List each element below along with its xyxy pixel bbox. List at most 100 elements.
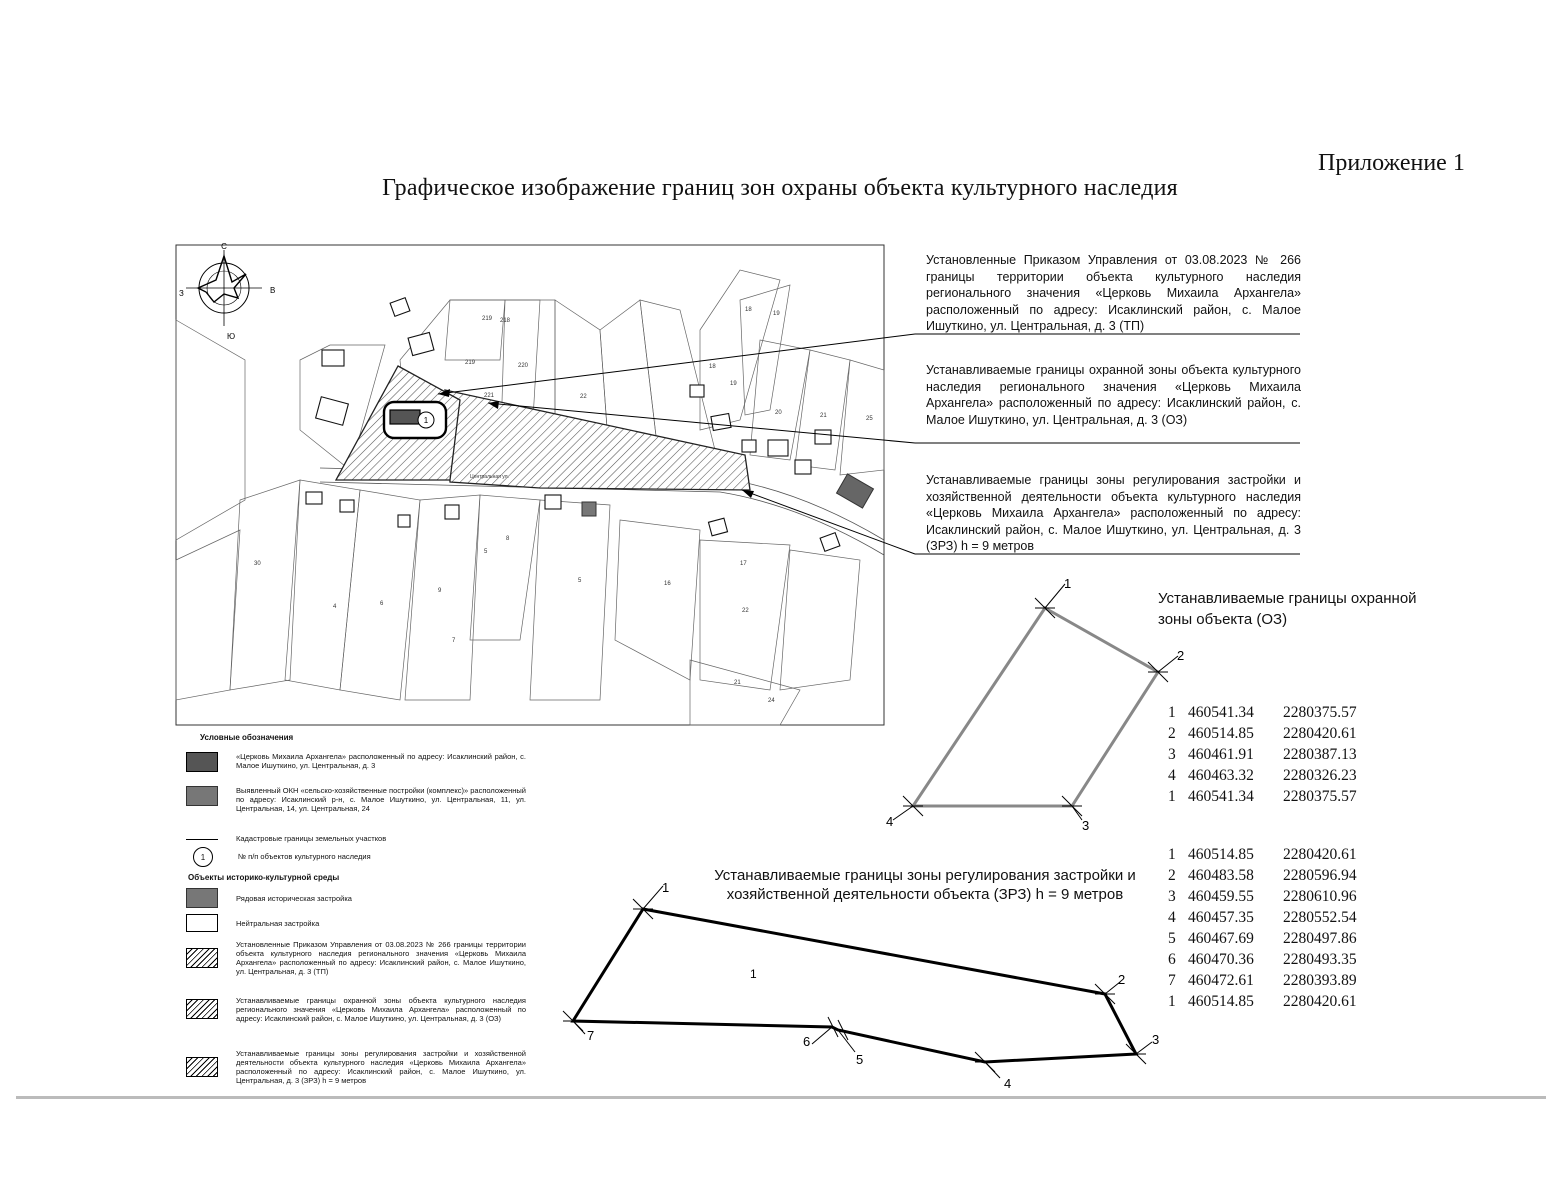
callout-zrz: Устанавливаемые границы зоны регулирован… <box>926 473 1301 553</box>
zrz-boundary-diagram: 1 2 3 4 5 6 7 1 <box>562 880 1159 1091</box>
compass-west: З <box>179 289 184 298</box>
parcel-number: 20 <box>775 410 782 416</box>
parcel-number: 5 <box>578 578 582 584</box>
zrz-vertex-label: 3 <box>1152 1032 1159 1047</box>
parcel-number: 18 <box>745 307 752 313</box>
legend-item-cadastral: Кадастровые границы земельных участков <box>186 831 526 843</box>
legend-symbol <box>186 888 218 908</box>
legend-symbol <box>186 786 218 806</box>
compass-south: Ю <box>227 332 235 341</box>
parcel-numbers: 219 218 219 220 221 22 18 19 18 19 20 21… <box>254 307 873 704</box>
parcel-number: 17 <box>740 561 747 567</box>
parcel-number: 18 <box>709 364 716 370</box>
parcel-number: 219 <box>482 316 493 322</box>
legend-text: № п/п объектов культурного наследия <box>238 852 371 861</box>
legend-title: Условные обозначения <box>200 733 294 742</box>
parcel-number: 4 <box>333 604 337 610</box>
legend-text: Рядовая историческая застройка <box>236 894 352 903</box>
legend-item-tp: Установленные Приказом Управления от 03.… <box>186 940 526 976</box>
parcel-number: 25 <box>866 416 873 422</box>
parcel-number: 21 <box>820 413 827 419</box>
oz-vertex-label: 4 <box>886 814 893 829</box>
zrz-vertex-label: 5 <box>856 1052 863 1067</box>
zrz-vertex-label: 1 <box>662 880 669 895</box>
legend-item-object-number: 1 № п/п объектов культурного наследия <box>186 847 528 867</box>
parcel-number: 22 <box>580 394 587 400</box>
oz-vertex-label: 2 <box>1177 648 1184 663</box>
historic-outbuilding <box>835 473 875 509</box>
parcel-number: 6 <box>380 601 384 607</box>
parcel-number: 21 <box>734 680 741 686</box>
legend-symbol <box>186 839 218 840</box>
legend-symbol <box>186 752 218 772</box>
oz-vertex-label: 1 <box>1064 576 1071 591</box>
legend-text: Устанавливаемые границы охранной зоны об… <box>236 996 526 1023</box>
legend-text: Выявленный ОКН «сельско-хозяйственные по… <box>236 786 526 813</box>
historic-outbuilding <box>581 501 597 517</box>
road-label: Центральная ул. <box>470 474 509 480</box>
zrz-heading: Устанавливаемые границы зоны регулирован… <box>714 867 1136 903</box>
zrz-vertex-label: 2 <box>1118 972 1125 987</box>
legend-item-neutral: Нейтральная застройка <box>186 914 526 932</box>
parcel-number: 16 <box>664 581 671 587</box>
legend-section-title: Объекты историко-культурной среды <box>188 873 340 882</box>
parcel-number: 24 <box>768 698 775 704</box>
zrz-vertex-label: 7 <box>587 1028 594 1043</box>
legend-symbol <box>186 999 218 1019</box>
parcel-number: 7 <box>452 638 456 644</box>
parcel-number: 9 <box>438 588 442 594</box>
legend-item-oz: Устанавливаемые границы охранной зоны об… <box>186 996 526 1023</box>
zrz-vertex-label: 4 <box>1004 1076 1011 1091</box>
callout-leaders <box>437 333 1300 555</box>
parcel-number: 5 <box>484 549 488 555</box>
callout-oz: Устанавливаемые границы охранной зоны об… <box>926 363 1301 427</box>
legend-symbol <box>186 948 218 968</box>
parcel-number: 22 <box>742 608 749 614</box>
zrz-area-label: 1 <box>750 967 757 981</box>
legend-text: Нейтральная застройка <box>236 919 320 928</box>
legend-item-zrz: Устанавливаемые границы зоны регулирован… <box>186 1049 526 1085</box>
parcel-number: 220 <box>518 363 529 369</box>
parcel-number: 19 <box>773 311 780 317</box>
parcel-number: 221 <box>484 393 495 399</box>
object-number-marker <box>417 411 435 429</box>
legend-symbol: 1 <box>193 847 213 867</box>
parcel-number: 19 <box>730 381 737 387</box>
appendix-label: Приложение 1 <box>1318 150 1465 176</box>
page-title: Графическое изображение границ зон охран… <box>382 175 1178 201</box>
legend-text: «Церковь Михаила Архангела» расположенны… <box>236 752 526 770</box>
parcel-number: 30 <box>254 561 261 567</box>
zrz-vertex-label: 6 <box>803 1034 810 1049</box>
legend-text: Устанавливаемые границы зоны регулирован… <box>236 1049 526 1085</box>
legend-item-historic: Рядовая историческая застройка <box>186 888 526 908</box>
legend-text: Установленные Приказом Управления от 03.… <box>236 940 526 976</box>
compass-east: В <box>270 286 275 295</box>
oz-vertex-label: 3 <box>1082 818 1089 833</box>
oz-boundary-diagram: 1 2 3 4 <box>886 576 1184 833</box>
object-number-label: 1 <box>424 416 429 425</box>
legend-text: Кадастровые границы земельных участков <box>236 834 387 843</box>
callout-tp: Установленные Приказом Управления от 03.… <box>926 253 1301 333</box>
legend-symbol <box>186 1057 218 1077</box>
parcel-number: 218 <box>500 318 511 324</box>
parcel-number: 219 <box>465 360 476 366</box>
parcel-number: 8 <box>506 536 510 542</box>
buildings <box>305 296 841 553</box>
oz-heading: Устанавливаемые границы охранной зоны об… <box>1158 590 1417 628</box>
